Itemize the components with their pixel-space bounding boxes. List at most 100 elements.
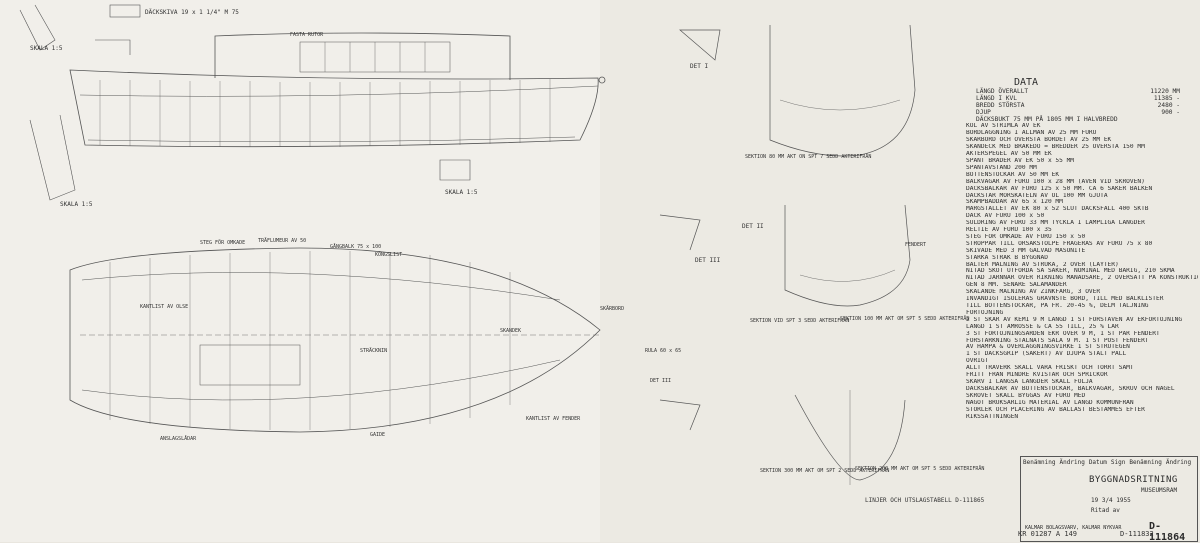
spec-line: STEG FÖR OMKADE AV FURU 150 x 50: [966, 233, 1086, 240]
revision-col: Benämning: [1023, 459, 1056, 466]
label-sec1: SEKTION 80 MM AKT ON SPT 7 SEDD AKTERIFR…: [745, 153, 871, 160]
spec-line: BORDLÄGGNING I ALLMÄN AV 25 MM FURU: [966, 130, 1097, 137]
spec-line: STORLEK OCH PLACERING AV BALLAST BESTÄMM…: [966, 406, 1145, 413]
spec-line: 2 ST SKAR AV KEMI 9 M LÄNGD 1 ST FÖRSTÄV…: [966, 316, 1183, 323]
spec-line: SKAMPBÄDDAR AV 65 x 120 MM: [966, 199, 1063, 206]
spec-line: AKTERSPEGEL AV 50 MM EK: [966, 151, 1052, 158]
label-lines: LINJER OCH UTSLAGSTABELL D-111865: [865, 497, 985, 504]
spec-key: LÄNGD ÖVERALLT: [976, 87, 1029, 95]
spec-line: SPANTAVSTÅND 200 MM: [966, 164, 1037, 171]
drawing-date: 19 3/4 1955: [1091, 497, 1131, 504]
company-name: KALMAR BOLAGSVARV, KALMAR NYKVAR: [1025, 525, 1122, 531]
annotation: STEG FÖR OMKADE: [200, 239, 245, 246]
annotation: ANSLAGSLÅDAR: [160, 435, 197, 442]
label-scale-mid: SKALA 1:5: [445, 189, 478, 196]
spec-line: RELTIE AV FURU 100 x 35: [966, 227, 1052, 234]
label-det3: DET III: [695, 257, 721, 264]
title-block: Benämning Ändring Datum Sign Benämning Ä…: [1020, 456, 1198, 543]
cross-sections: [659, 24, 916, 485]
spec-line: RIKSSÄTTNINGEN: [966, 413, 1019, 420]
annotation: DET III: [650, 378, 671, 384]
spec-line: SKÄLANDE MÄLNING AV ZINKFÄRG, 3 ÖVER: [966, 289, 1101, 296]
spec-line: DÄCKSTAR MORSKÄTELN AV OL 100 MM GJUTA: [966, 192, 1108, 199]
side-elevation: [69, 32, 606, 148]
spec-line: LÄNGD 1 ST AMROSSE & CA 55 TILL, 25 % LA…: [966, 323, 1119, 330]
drawing-number: D-111864: [1149, 521, 1186, 543]
spec-line: SULDRING AV FURU 33 MM TYCKLA I LÄMPLIGA…: [966, 220, 1145, 227]
label-det2: DET II: [742, 223, 764, 230]
spec-line: 1 ST DÄCKSGRIP (SÄKERT) AV DJUPA STÄLT P…: [966, 351, 1127, 358]
archive-number: KR 01287 A 149: [1018, 530, 1078, 538]
spec-line: STROPPAR TILL ORSÄKSTOLPE FRAGERAS AV FU…: [966, 240, 1153, 247]
spec-line: DÄCK AV FURU 100 x 50: [966, 213, 1045, 220]
annotation: SKÄRBORD: [600, 305, 624, 312]
spec-line: DÄCKSBALKAR AV FURU 125 x 50 MM. CA 6 SÄ…: [966, 185, 1153, 192]
spec-line: ÖVRIGT: [966, 358, 989, 365]
label-sec4: SEKTION 300 MM AKT OM SPT 2 SEDD AKTERIF…: [760, 467, 889, 474]
annotation: TRÄFLUMEUR AV 50: [258, 237, 306, 244]
spec-line: KÖL AV STRIMLA AV EK: [966, 123, 1041, 130]
spec-value: 11385 -: [1153, 94, 1180, 102]
label-sec3: SEKTION 100 MM AKT OM SPT 5 SEDD AKTERIF…: [840, 315, 969, 322]
spec-line: NITAD SKOT UTFÖRDA SÅ SÄKER, NOMINAL MED…: [966, 268, 1175, 275]
spec-line: SKIVADE MED 3 MM GALVAD MASONITE: [966, 247, 1086, 254]
spec-line: INVÄNDIGT ISOLERAS GRÄVNSTE BORD, TILL M…: [966, 296, 1164, 303]
spec-line: FÖRSTÄRKNING STÅLNÄTS SALA 9 M. 1 ST POS…: [966, 337, 1149, 344]
annotation: KÖNGSLIST: [375, 251, 402, 258]
label-sec2: SEKTION VID SPT 3 SEDD AKTERIFRÅN: [750, 317, 849, 324]
bottom-stamp: D-111832: [1120, 530, 1154, 538]
spec-line: DÄCKSBALKAR AV BOTTENSTOCKAR, BALKVÄGAR,…: [966, 385, 1175, 392]
spec-line: SKARV I LÄNGSA LÄNGDER SKALL FÖLJA: [966, 378, 1093, 385]
annotation: SKANDEK: [500, 328, 521, 334]
spec-value: 11220 MM: [1150, 87, 1180, 95]
label-det1: DET I: [690, 63, 708, 70]
drawn-by: Ritad av: [1091, 507, 1120, 514]
spec-line: FRITT FRÅN MINDRE KVISTAR OCH SPRICKOR: [966, 372, 1108, 379]
spec-line: NITAD JÄRNNÄR ÖVER RIKNING MÅNADSÄRE, 2 …: [966, 275, 1198, 282]
revision-col: Ändring: [1059, 459, 1085, 466]
revision-header: Benämning Ändring Datum Sign Benämning Ä…: [1023, 459, 1191, 466]
revision-col: Ändring: [1165, 459, 1192, 466]
spec-value: 900 -: [1161, 108, 1180, 116]
label-sec5: SEKTION 200 MM AKT OM SPT 5 SEDD AKTERIF…: [855, 465, 984, 472]
spec-line: ALLT TRÄVERK SKALL VARA FRISKT OCH TORRT…: [966, 365, 1134, 372]
spec-key: BREDD STÖRSTA: [976, 101, 1025, 109]
spec-line: AV HAMPA & ÖVERLÄGGNINGSVIRKE 1 ST STRUT…: [966, 344, 1130, 351]
data-table: DATA LÄNGD ÖVERALLT 11220 MM LÄNGD I KVL 1…: [966, 77, 1198, 420]
revision-col: Sign: [1110, 459, 1126, 466]
data-title: DATA: [1014, 77, 1039, 88]
spec-key: DÄCKSBUKT 75 MM PÅ 1805 MM I HALVBREDD: [976, 115, 1118, 123]
museum-stamp: MUSEUMSRAM: [1141, 487, 1178, 494]
spec-line: FÖRTÖJNING: [966, 309, 1004, 316]
spec-line: BOTTENSTOCKAR AV 50 MM EK: [966, 171, 1060, 178]
spec-key: DJUP: [976, 108, 991, 116]
spec-line: TILL BOTTENSTOCKAR, PÅ FR. 20-45 %, DELM…: [966, 303, 1149, 309]
annotation: RULA 60 x 65: [645, 348, 681, 354]
spec-line: 3 ST FÖRTÖJNINGSÄRDEN EKR ÖVER 9 M, 1 ST…: [966, 330, 1160, 337]
label-scale-bottom: SKALA 1:5: [60, 201, 93, 208]
revision-col: Datum: [1088, 459, 1107, 466]
plan-view: [69, 247, 601, 433]
spec-value: 2480 -: [1157, 101, 1180, 109]
revision-col: Benämning: [1129, 459, 1162, 466]
label-scale-top: SKALA 1:5: [30, 45, 63, 52]
label-deck: DÄCKSKIVA 19 x 1 1/4" M 75: [145, 9, 239, 16]
paper-right-sheet: [600, 0, 1200, 542]
spec-line: SKANDECK MED BRAKEDO = BREDDER 25 ÖVERST…: [966, 144, 1145, 151]
spec-line: BALKVÄGAR AV FURU 100 x 28 MM (ÄVEN VID …: [966, 178, 1145, 185]
spec-line: NÅGOT BRUKSÄRLIG MATERIAL AV LÄNGD KOMMU…: [966, 399, 1134, 406]
annotation: FENDERT: [905, 242, 926, 248]
annotation: GAIDE: [370, 432, 385, 438]
spec-line: BÄLTER MÄLNING AV STRUKA, 2 ÖVER (LÄYTER…: [966, 261, 1119, 268]
spec-line: SKARBORD OCH ÖVERSTA BORDET AV 25 MM EK: [966, 137, 1112, 144]
annotation: KANTLIST AV OLSE: [140, 304, 188, 310]
spec-line: SKROVET SKALL BYGGAS AV FURU MED: [966, 392, 1086, 399]
spec-line: STARKA STRAK B BYGGNAD: [966, 254, 1048, 261]
annotation: STRÄCKNIN: [360, 347, 387, 354]
spec-key: LÄNGD I KVL: [976, 94, 1017, 102]
drawing-title: BYGGNADSRITNING: [1089, 475, 1178, 485]
detail-top-left: [19, 4, 471, 201]
